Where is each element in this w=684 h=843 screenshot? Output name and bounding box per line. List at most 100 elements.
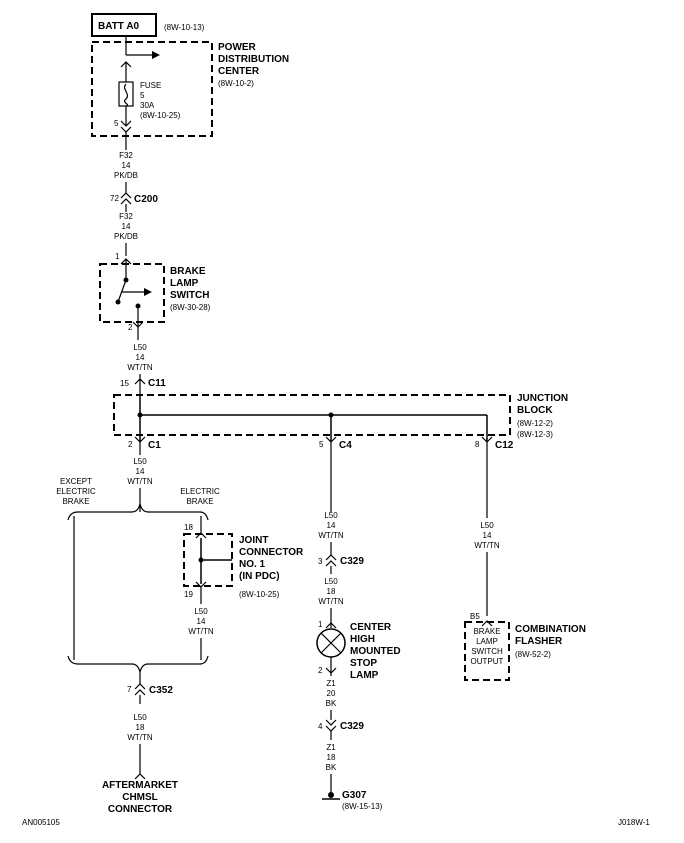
svg-text:L50: L50 <box>480 521 494 530</box>
wire-z1-18: Z1 18 BK <box>326 743 337 772</box>
chmsl-pin-bottom: 2 <box>318 666 323 675</box>
svg-text:F32: F32 <box>119 212 133 221</box>
joint-pin-top: 18 <box>184 523 193 532</box>
c352-pin: 7 <box>127 685 132 694</box>
svg-text:L50: L50 <box>324 511 338 520</box>
pdc-box <box>91 41 213 137</box>
c1-pin: 2 <box>128 440 133 449</box>
svg-text:(8W-10-25): (8W-10-25) <box>239 590 280 599</box>
svg-text:14: 14 <box>483 531 492 540</box>
wire-l50-joint: L50 14 WT/TN <box>188 607 214 636</box>
switch-contact <box>117 279 127 303</box>
svg-text:CENTER: CENTER <box>350 622 392 633</box>
svg-text:NO. 1: NO. 1 <box>239 559 266 570</box>
svg-text:14: 14 <box>122 161 131 170</box>
c200-label: C200 <box>134 194 158 205</box>
batt-ref: (8W-10-13) <box>164 23 205 32</box>
svg-text:ELECTRIC: ELECTRIC <box>180 487 220 496</box>
svg-text:BLOCK: BLOCK <box>517 405 553 416</box>
svg-text:WT/TN: WT/TN <box>127 733 153 742</box>
svg-text:PK/DB: PK/DB <box>114 171 138 180</box>
svg-text:LAMP: LAMP <box>350 670 379 681</box>
svg-text:EXCEPT: EXCEPT <box>60 477 92 486</box>
pdc-label: POWER DISTRIBUTION CENTER (8W-10-2) <box>218 42 289 88</box>
svg-text:18: 18 <box>327 753 336 762</box>
c329-top-pin: 3 <box>318 557 323 566</box>
svg-text:WT/TN: WT/TN <box>127 363 153 372</box>
c329-bottom-pin: 4 <box>318 722 323 731</box>
svg-text:(8W-10-25): (8W-10-25) <box>140 111 181 120</box>
c11-label: C11 <box>148 378 166 389</box>
c329-top-label: C329 <box>340 556 364 567</box>
svg-text:JOINT: JOINT <box>239 535 268 546</box>
svg-text:L50: L50 <box>133 343 147 352</box>
svg-text:BRAKE: BRAKE <box>170 266 206 277</box>
svg-text:WT/TN: WT/TN <box>188 627 214 636</box>
svg-text:14: 14 <box>327 521 336 530</box>
c1-label: C1 <box>148 440 161 451</box>
ground-ref: (8W-15-13) <box>342 802 383 811</box>
svg-text:14: 14 <box>197 617 206 626</box>
svg-text:L50: L50 <box>133 713 147 722</box>
option-brace <box>67 503 209 521</box>
footer-left-code: AN005105 <box>22 818 60 827</box>
c4-label: C4 <box>339 440 352 451</box>
svg-text:BRAKE: BRAKE <box>186 497 213 506</box>
batt-a0-box <box>91 13 157 37</box>
svg-text:FUSE: FUSE <box>140 81 161 90</box>
brake-switch-pin-bottom: 2 <box>128 323 133 332</box>
wire-l50-c1: L50 14 WT/TN <box>127 457 153 486</box>
wire-l50-c4: L50 14 WT/TN <box>318 511 344 540</box>
ground-icon <box>322 792 340 800</box>
svg-text:BRAKE: BRAKE <box>62 497 89 506</box>
combination-flasher-box <box>464 621 510 681</box>
svg-text:LAMP: LAMP <box>476 637 498 646</box>
svg-text:LAMP: LAMP <box>170 278 199 289</box>
svg-text:WT/TN: WT/TN <box>318 531 344 540</box>
svg-text:MOUNTED: MOUNTED <box>350 646 401 657</box>
electric-brake-label: ELECTRIC BRAKE <box>180 487 220 506</box>
svg-text:ELECTRIC: ELECTRIC <box>56 487 96 496</box>
footer-right-code: J018W-1 <box>618 818 650 827</box>
svg-text:SWITCH: SWITCH <box>471 647 503 656</box>
wire-f32-bottom: F32 14 PK/DB <box>114 212 138 241</box>
svg-text:CHMSL: CHMSL <box>122 792 158 803</box>
wire-f32-top: F32 14 PK/DB <box>114 151 138 180</box>
c12-label: C12 <box>495 440 514 451</box>
joint-connector-box <box>183 533 233 587</box>
svg-text:CONNECTOR: CONNECTOR <box>239 547 304 558</box>
svg-text:CONNECTOR: CONNECTOR <box>108 804 173 815</box>
svg-text:(IN PDC): (IN PDC) <box>239 571 280 582</box>
brake-switch-pin-top: 1 <box>115 252 120 261</box>
flasher-pin: B5 <box>470 612 480 621</box>
svg-text:FLASHER: FLASHER <box>515 636 563 647</box>
svg-text:Z1: Z1 <box>326 743 336 752</box>
svg-text:COMBINATION: COMBINATION <box>515 624 586 635</box>
brake-lamp-switch-label: BRAKE LAMP SWITCH (8W-30-28) <box>170 266 211 312</box>
svg-text:BRAKE: BRAKE <box>473 627 500 636</box>
svg-text:WT/TN: WT/TN <box>127 477 153 486</box>
svg-text:PK/DB: PK/DB <box>114 232 138 241</box>
svg-text:HIGH: HIGH <box>350 634 375 645</box>
svg-text:BK: BK <box>326 763 337 772</box>
svg-text:Z1: Z1 <box>326 679 336 688</box>
wire-z1-20: Z1 20 BK <box>326 679 337 708</box>
c329-bottom-label: C329 <box>340 721 364 732</box>
svg-text:20: 20 <box>327 689 336 698</box>
svg-text:JUNCTION: JUNCTION <box>517 393 568 404</box>
c4-pin: 5 <box>319 440 324 449</box>
svg-text:WT/TN: WT/TN <box>318 597 344 606</box>
svg-text:L50: L50 <box>133 457 147 466</box>
wire-l50-switch: L50 14 WT/TN <box>127 343 153 372</box>
flasher-inner-label: BRAKE LAMP SWITCH OUTPUT <box>471 627 504 666</box>
brake-lamp-switch-box <box>99 263 165 323</box>
aftermarket-chmsl-connector-label: AFTERMARKET CHMSL CONNECTOR <box>102 780 178 815</box>
svg-text:WT/TN: WT/TN <box>474 541 500 550</box>
svg-text:BK: BK <box>326 699 337 708</box>
junction-block-box <box>113 394 511 436</box>
wire-l50-c352: L50 18 WT/TN <box>127 713 153 742</box>
svg-text:SWITCH: SWITCH <box>170 290 209 301</box>
c11-pin: 15 <box>120 379 129 388</box>
chmsl-pin-top: 1 <box>318 620 323 629</box>
combination-flasher-label: COMBINATION FLASHER (8W-52-2) <box>515 624 586 659</box>
